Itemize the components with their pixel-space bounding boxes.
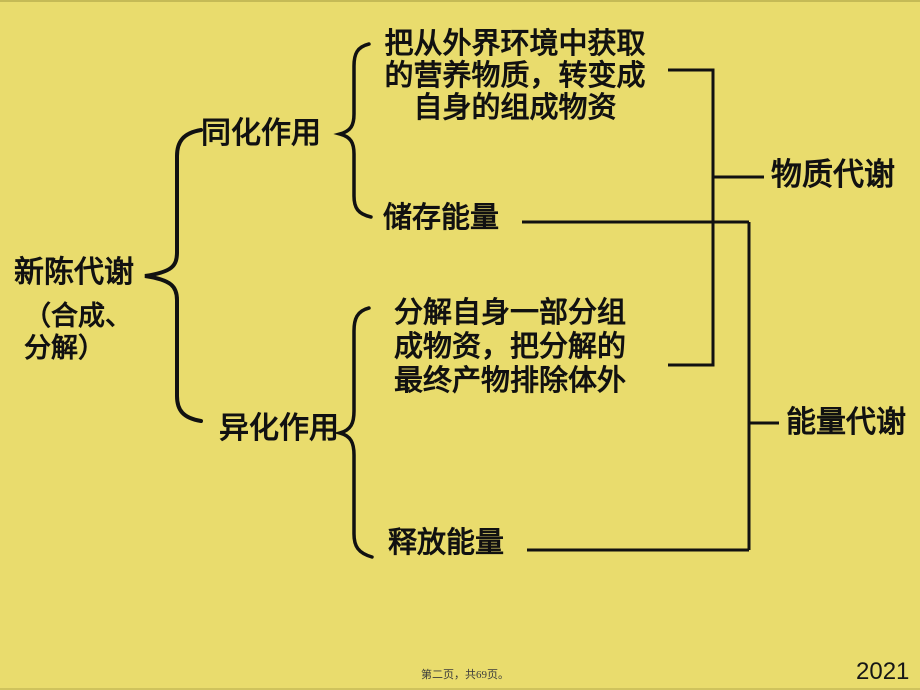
branch-label-assimilation: 同化作用 — [201, 117, 321, 150]
item-decompose-text: 分解自身一部分组 成物资，把分解的 最终产物排除体外 — [394, 297, 627, 397]
root-note-synthesis-decomposition: （合成、 分解） — [24, 301, 132, 363]
item-release-energy-text: 释放能量 — [388, 527, 505, 559]
item-store-energy-text: 储存能量 — [383, 202, 500, 234]
brace-dissimilation — [333, 306, 374, 559]
footer-year: 2021 — [856, 658, 910, 685]
root-label-metabolism: 新陈代谢 — [14, 256, 134, 289]
group-label-material-metabolism: 物质代谢 — [771, 157, 895, 192]
group-label-energy-metabolism: 能量代谢 — [786, 406, 906, 439]
branch-label-dissimilation: 异化作用 — [219, 412, 339, 445]
brace-main — [144, 128, 203, 423]
bracket-material — [668, 68, 715, 367]
brace-assimilation — [333, 42, 373, 219]
item-intake-text: 把从外界环境中获取 的营养物质，转变成 自身的组成物资 — [384, 28, 646, 124]
footer-page-number: 第二页，共69页。 — [421, 669, 509, 681]
